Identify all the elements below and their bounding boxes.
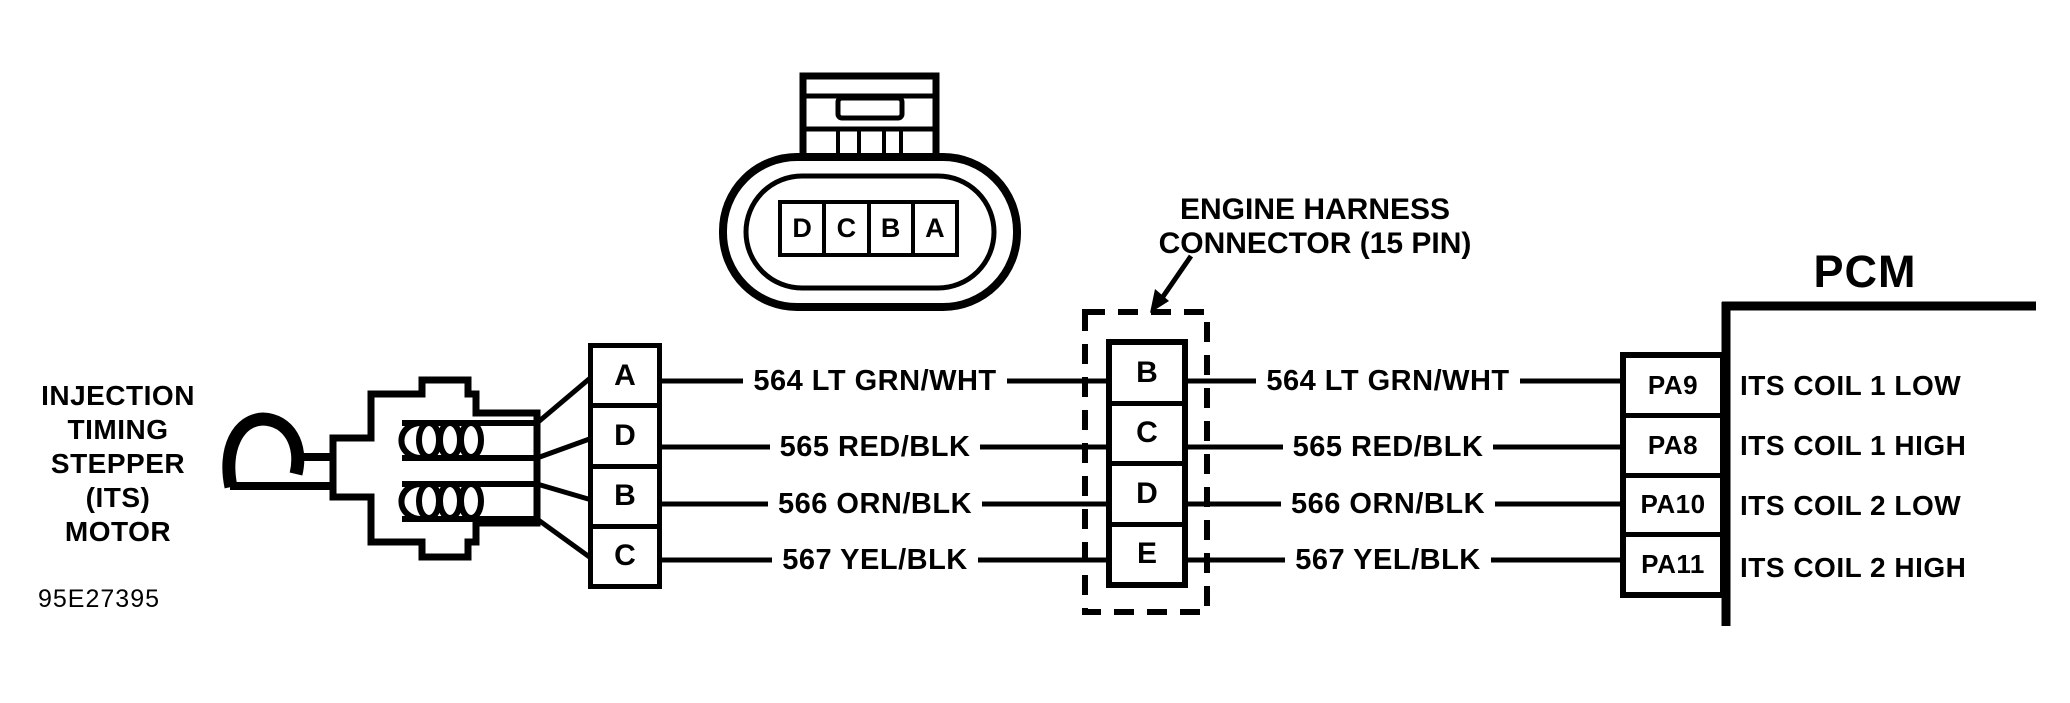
harness-connector-label: ENGINE HARNESS CONNECTOR (15 PIN)	[1139, 193, 1491, 261]
face-pin-b: B	[866, 200, 915, 257]
its-motor-label-line: TIMING	[67, 414, 169, 445]
motor-pin-stack: A D B C	[588, 343, 662, 589]
harness-pin-stack: B C D E	[1106, 339, 1188, 588]
its-motor-label-line: MOTOR	[64, 516, 172, 547]
pcm-pin-pa8: PA8	[1626, 412, 1720, 473]
motor-pin-a: A	[593, 348, 657, 404]
harness-pin-b: B	[1112, 345, 1182, 401]
pcm-pin-pa11: PA11	[1626, 532, 1720, 592]
pcm-pin-stack: PA9 PA8 PA10 PA11	[1620, 352, 1726, 598]
face-pin-d: D	[778, 200, 827, 257]
its-motor-label-line: (ITS)	[85, 482, 151, 513]
wire-label: 567 YEL/BLK	[1226, 543, 1550, 577]
wire-label: 566 ORN/BLK	[1226, 487, 1550, 521]
connector-face-pin-row: D C B A	[778, 200, 959, 257]
its-motor-label-line: STEPPER	[50, 448, 186, 479]
pointer-arrow-icon	[1150, 254, 1194, 313]
face-pin-c: C	[822, 200, 871, 257]
harness-pin-d: D	[1112, 461, 1182, 522]
its-motor-label-line: INJECTION	[41, 380, 195, 411]
wire-label: 565 RED/BLK	[713, 430, 1037, 464]
motor-hook-icon	[222, 412, 336, 490]
harness-pin-e: E	[1112, 521, 1182, 582]
harness-connector-label-line: CONNECTOR (15 PIN)	[1158, 227, 1472, 260]
pcm-pin-function: ITS COIL 1 HIGH	[1740, 430, 1967, 461]
pcm-pin-function: ITS COIL 1 LOW	[1740, 370, 1962, 401]
motor-pin-c: C	[593, 523, 657, 584]
motor-body-icon	[329, 376, 541, 561]
face-pin-a: A	[910, 200, 959, 257]
pcm-pin-function: ITS COIL 2 HIGH	[1740, 552, 1967, 583]
harness-connector-outline	[1082, 309, 1210, 615]
harness-pin-c: C	[1112, 400, 1182, 461]
motor-lead-lines	[535, 372, 597, 564]
wire-label: 567 YEL/BLK	[713, 543, 1037, 577]
pcm-pin-pa9: PA9	[1626, 358, 1720, 413]
wire-label: 565 RED/BLK	[1226, 430, 1550, 464]
motor-pin-d: D	[593, 403, 657, 464]
doc-number: 95E27395	[38, 585, 161, 613]
wire-label: 564 LT GRN/WHT	[713, 364, 1037, 398]
pcm-outline	[1721, 301, 2036, 626]
wire-label: 566 ORN/BLK	[713, 487, 1037, 521]
latch-tab-icon	[799, 72, 940, 162]
coil-1-icon	[398, 420, 537, 461]
wire-lines-right	[1180, 378, 1625, 563]
motor-pin-b: B	[593, 463, 657, 524]
wire-lines-left	[655, 378, 1115, 563]
coil-2-icon	[398, 481, 537, 522]
wire-label: 564 LT GRN/WHT	[1226, 364, 1550, 398]
its-motor-label: INJECTION TIMING STEPPER (ITS) MOTOR	[18, 379, 218, 549]
harness-connector-label-line: ENGINE HARNESS	[1179, 193, 1451, 226]
pcm-pin-pa10: PA10	[1626, 472, 1720, 533]
pcm-pin-function: ITS COIL 2 LOW	[1740, 490, 1962, 521]
pcm-title: PCM	[1813, 246, 1917, 297]
